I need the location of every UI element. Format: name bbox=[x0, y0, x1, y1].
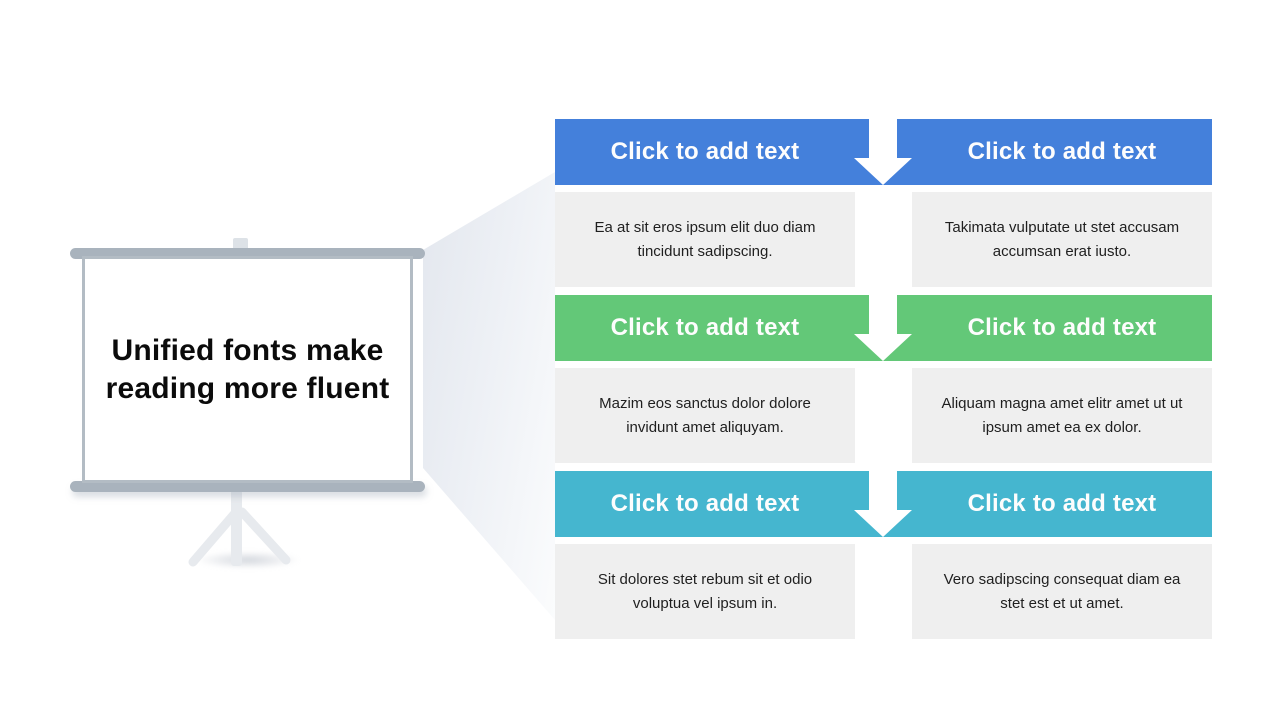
row-3-right-body-box[interactable]: Vero sadipscing consequat diam ea stet e… bbox=[912, 544, 1212, 639]
projector-screen: Unified fonts make reading more fluent bbox=[82, 256, 413, 483]
row-3-right-body-text: Vero sadipscing consequat diam ea stet e… bbox=[943, 570, 1181, 612]
content-panel: Click to add text Click to add text Ea a… bbox=[555, 119, 1212, 647]
row-3-left-body-text: Sit dolores stet rebum sit et odio volup… bbox=[597, 570, 813, 612]
down-arrow-icon bbox=[854, 119, 912, 185]
row-2-header-band: Click to add text Click to add text bbox=[555, 295, 1212, 361]
content-row-3: Click to add text Click to add text Sit … bbox=[555, 471, 1212, 639]
row-1-right-body-box[interactable]: Takimata vulputate ut stet accusam accum… bbox=[912, 192, 1212, 287]
row-3-left-body-box[interactable]: Sit dolores stet rebum sit et odio volup… bbox=[555, 544, 855, 639]
projection-beam bbox=[423, 172, 555, 620]
row-3-bodies: Sit dolores stet rebum sit et odio volup… bbox=[555, 544, 1212, 639]
down-arrow-icon bbox=[854, 471, 912, 537]
row-2-bodies: Mazim eos sanctus dolor dolore invidunt … bbox=[555, 368, 1212, 463]
row-1-right-header-placeholder[interactable]: Click to add text bbox=[967, 138, 1157, 165]
content-row-1: Click to add text Click to add text Ea a… bbox=[555, 119, 1212, 287]
down-arrow-icon bbox=[854, 295, 912, 361]
row-1-header-band: Click to add text Click to add text bbox=[555, 119, 1212, 185]
row-1-left-header-placeholder[interactable]: Click to add text bbox=[610, 138, 800, 165]
row-3-left-header-placeholder[interactable]: Click to add text bbox=[610, 490, 800, 517]
slide-title-line2: reading more fluent bbox=[105, 371, 390, 405]
row-3-header-band: Click to add text Click to add text bbox=[555, 471, 1212, 537]
tripod-shadow bbox=[196, 551, 300, 569]
slide-title[interactable]: Unified fonts make reading more fluent bbox=[106, 332, 390, 408]
row-2-left-body-box[interactable]: Mazim eos sanctus dolor dolore invidunt … bbox=[555, 368, 855, 463]
screen-bottom-bar bbox=[70, 481, 425, 492]
row-1-bodies: Ea at sit eros ipsum elit duo diam tinci… bbox=[555, 192, 1212, 287]
row-2-left-body-text: Mazim eos sanctus dolor dolore invidunt … bbox=[599, 394, 811, 436]
row-2-right-header-placeholder[interactable]: Click to add text bbox=[967, 314, 1157, 341]
slide-title-line1: Unified fonts make bbox=[111, 333, 384, 367]
tripod-stand-icon bbox=[188, 490, 291, 567]
row-2-right-body-box[interactable]: Aliquam magna amet elitr amet ut ut ipsu… bbox=[912, 368, 1212, 463]
row-3-right-header-placeholder[interactable]: Click to add text bbox=[967, 490, 1157, 517]
row-1-left-body-text: Ea at sit eros ipsum elit duo diam tinci… bbox=[594, 218, 816, 260]
row-1-right-body-text: Takimata vulputate ut stet accusam accum… bbox=[944, 218, 1180, 260]
row-2-left-header-placeholder[interactable]: Click to add text bbox=[610, 314, 800, 341]
content-row-2: Click to add text Click to add text Mazi… bbox=[555, 295, 1212, 463]
row-2-right-body-text: Aliquam magna amet elitr amet ut ut ipsu… bbox=[941, 394, 1183, 436]
screen-top-bar bbox=[70, 248, 425, 259]
row-1-left-body-box[interactable]: Ea at sit eros ipsum elit duo diam tinci… bbox=[555, 192, 855, 287]
